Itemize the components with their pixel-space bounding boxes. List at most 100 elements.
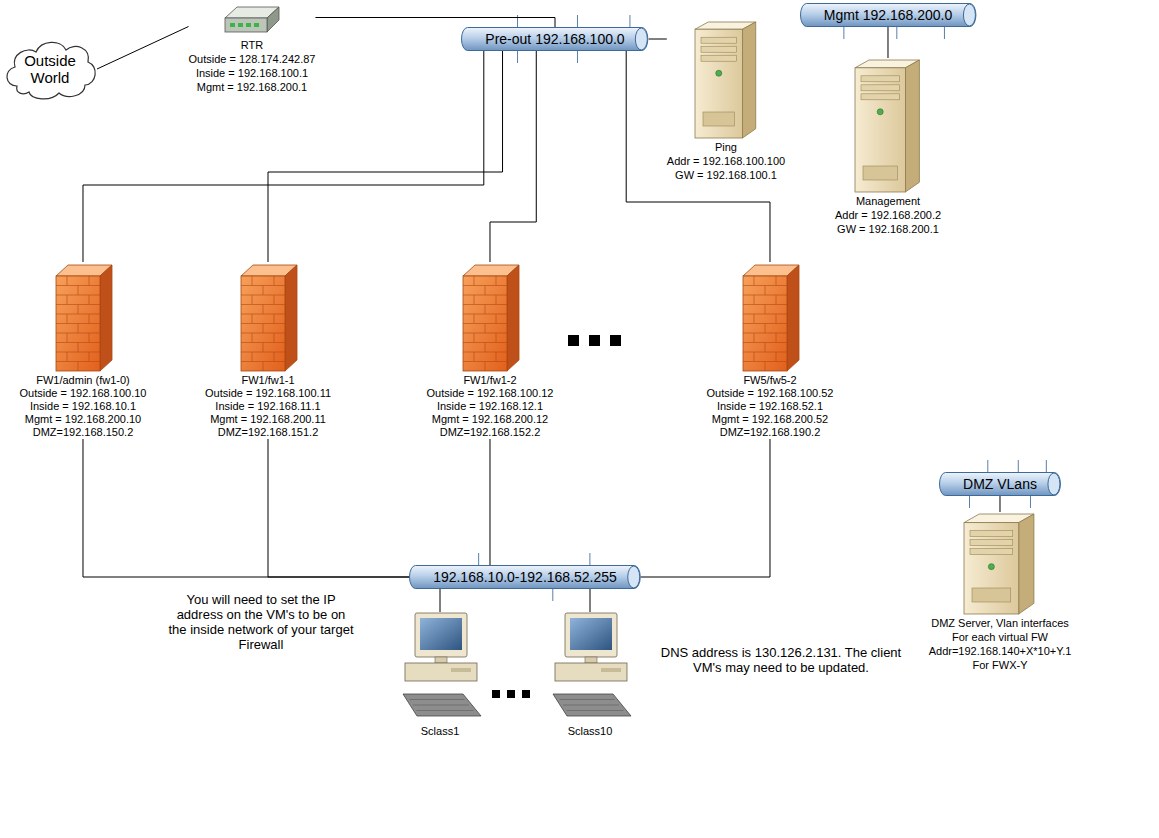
network-link bbox=[641, 439, 770, 577]
screen bbox=[420, 618, 462, 650]
drive-bay bbox=[701, 46, 737, 52]
server-icon bbox=[693, 20, 759, 140]
brick-joint bbox=[473, 333, 474, 343]
key-row bbox=[410, 699, 465, 700]
bus-tap bbox=[478, 553, 479, 565]
monitor bbox=[415, 613, 467, 657]
bus-tap bbox=[843, 27, 844, 39]
network-link bbox=[268, 439, 409, 577]
server-side bbox=[743, 22, 756, 138]
brick-lines bbox=[56, 276, 100, 371]
bus-tap bbox=[987, 460, 988, 472]
brick-joint bbox=[252, 295, 253, 305]
brick-joint bbox=[753, 352, 754, 362]
network-link bbox=[887, 27, 888, 58]
tube-end bbox=[963, 4, 975, 26]
brick-joint bbox=[484, 343, 485, 353]
firewall-icon bbox=[737, 262, 803, 374]
address-line: Outside = 192.168.100.52 bbox=[707, 387, 834, 400]
brick-joint bbox=[473, 295, 474, 305]
bus-tap bbox=[969, 496, 970, 508]
brick-joint bbox=[77, 362, 78, 372]
bus-tap bbox=[896, 27, 897, 39]
firewall-front bbox=[743, 276, 787, 371]
key-row bbox=[563, 705, 619, 706]
firewall-side bbox=[507, 265, 519, 371]
node-title: RTR bbox=[241, 38, 263, 52]
network-link bbox=[440, 589, 441, 612]
brick-joint bbox=[764, 286, 765, 296]
brick-line bbox=[56, 333, 100, 334]
brick-joint bbox=[263, 286, 264, 296]
drive-bay bbox=[970, 540, 1013, 546]
firewall-drawing bbox=[50, 262, 116, 374]
network-link bbox=[999, 496, 1000, 512]
drive-bay bbox=[861, 85, 899, 91]
address-line: Addr = 192.168.100.100 bbox=[667, 154, 785, 168]
address-line: Inside = 192.168.12.1 bbox=[437, 400, 543, 413]
address-line: Inside = 192.168.100.1 bbox=[196, 66, 308, 80]
server-icon bbox=[853, 58, 923, 194]
server-drawing bbox=[962, 512, 1038, 616]
brick-joint bbox=[775, 333, 776, 343]
key-row bbox=[567, 710, 624, 711]
firewall-drawing bbox=[737, 262, 803, 374]
power-light bbox=[877, 109, 883, 115]
ellipsis-dot bbox=[522, 690, 530, 698]
power-light bbox=[716, 70, 722, 76]
address-line: Inside = 192.168.10.1 bbox=[30, 400, 136, 413]
vent bbox=[863, 166, 897, 180]
address-line: GW = 192.168.100.1 bbox=[675, 168, 777, 182]
brick-joint bbox=[263, 343, 264, 353]
client-node: Sclass1 bbox=[397, 612, 483, 738]
ellipsis-dot bbox=[610, 335, 621, 346]
keys bbox=[560, 700, 624, 711]
network-bus: Pre-out 192.168.100.0 bbox=[461, 27, 648, 51]
network-link bbox=[83, 439, 409, 577]
brick-joint bbox=[753, 314, 754, 324]
brick-line bbox=[743, 352, 787, 353]
brick-joint bbox=[66, 314, 67, 324]
brick-joint bbox=[263, 305, 264, 315]
network-bus: Mgmt 192.168.200.0 bbox=[800, 3, 976, 27]
firewall-side bbox=[100, 265, 112, 371]
monitor bbox=[565, 613, 617, 657]
address-line: Mgmt = 192.168.200.1 bbox=[197, 80, 307, 94]
brick-joint bbox=[263, 324, 264, 334]
brick-joint bbox=[88, 333, 89, 343]
router-led bbox=[254, 23, 259, 27]
firewall-front bbox=[241, 276, 285, 371]
brick-joint bbox=[274, 295, 275, 305]
keyboard bbox=[403, 694, 481, 716]
firewall-drawing bbox=[235, 262, 301, 374]
server-front bbox=[855, 68, 905, 192]
brick-joint bbox=[484, 305, 485, 315]
brick-joint bbox=[495, 295, 496, 305]
tube-body bbox=[462, 28, 648, 51]
firewall-side bbox=[285, 265, 297, 371]
brick-joint bbox=[77, 343, 78, 353]
brick-joint bbox=[473, 314, 474, 324]
address-line: DMZ=192.168.190.2 bbox=[720, 426, 821, 439]
node-title: Outside World bbox=[21, 52, 79, 86]
firewall-drawing bbox=[457, 262, 523, 374]
server-front bbox=[964, 523, 1019, 614]
monitor-stand bbox=[585, 657, 597, 663]
client-node: Sclass10 bbox=[547, 612, 633, 738]
bus-tap bbox=[944, 27, 945, 39]
pc-icon bbox=[547, 612, 633, 724]
firewall-node: FW5/fw5-2Outside = 192.168.100.52Inside … bbox=[707, 262, 834, 439]
address-line: Addr=192.168.140+X*10+Y.1 bbox=[929, 644, 1072, 658]
ellipsis-dot bbox=[492, 690, 500, 698]
router-front bbox=[225, 18, 267, 32]
address-line: DMZ=192.168.151.2 bbox=[218, 426, 319, 439]
drive-bay bbox=[861, 94, 899, 100]
bus-tap bbox=[1018, 460, 1019, 472]
server-drawing bbox=[853, 58, 923, 194]
server-front bbox=[695, 29, 743, 138]
brick-joint bbox=[484, 286, 485, 296]
brick-joint bbox=[764, 305, 765, 315]
bus-tap bbox=[552, 589, 553, 601]
address-line: Outside = 192.168.100.10 bbox=[20, 387, 147, 400]
